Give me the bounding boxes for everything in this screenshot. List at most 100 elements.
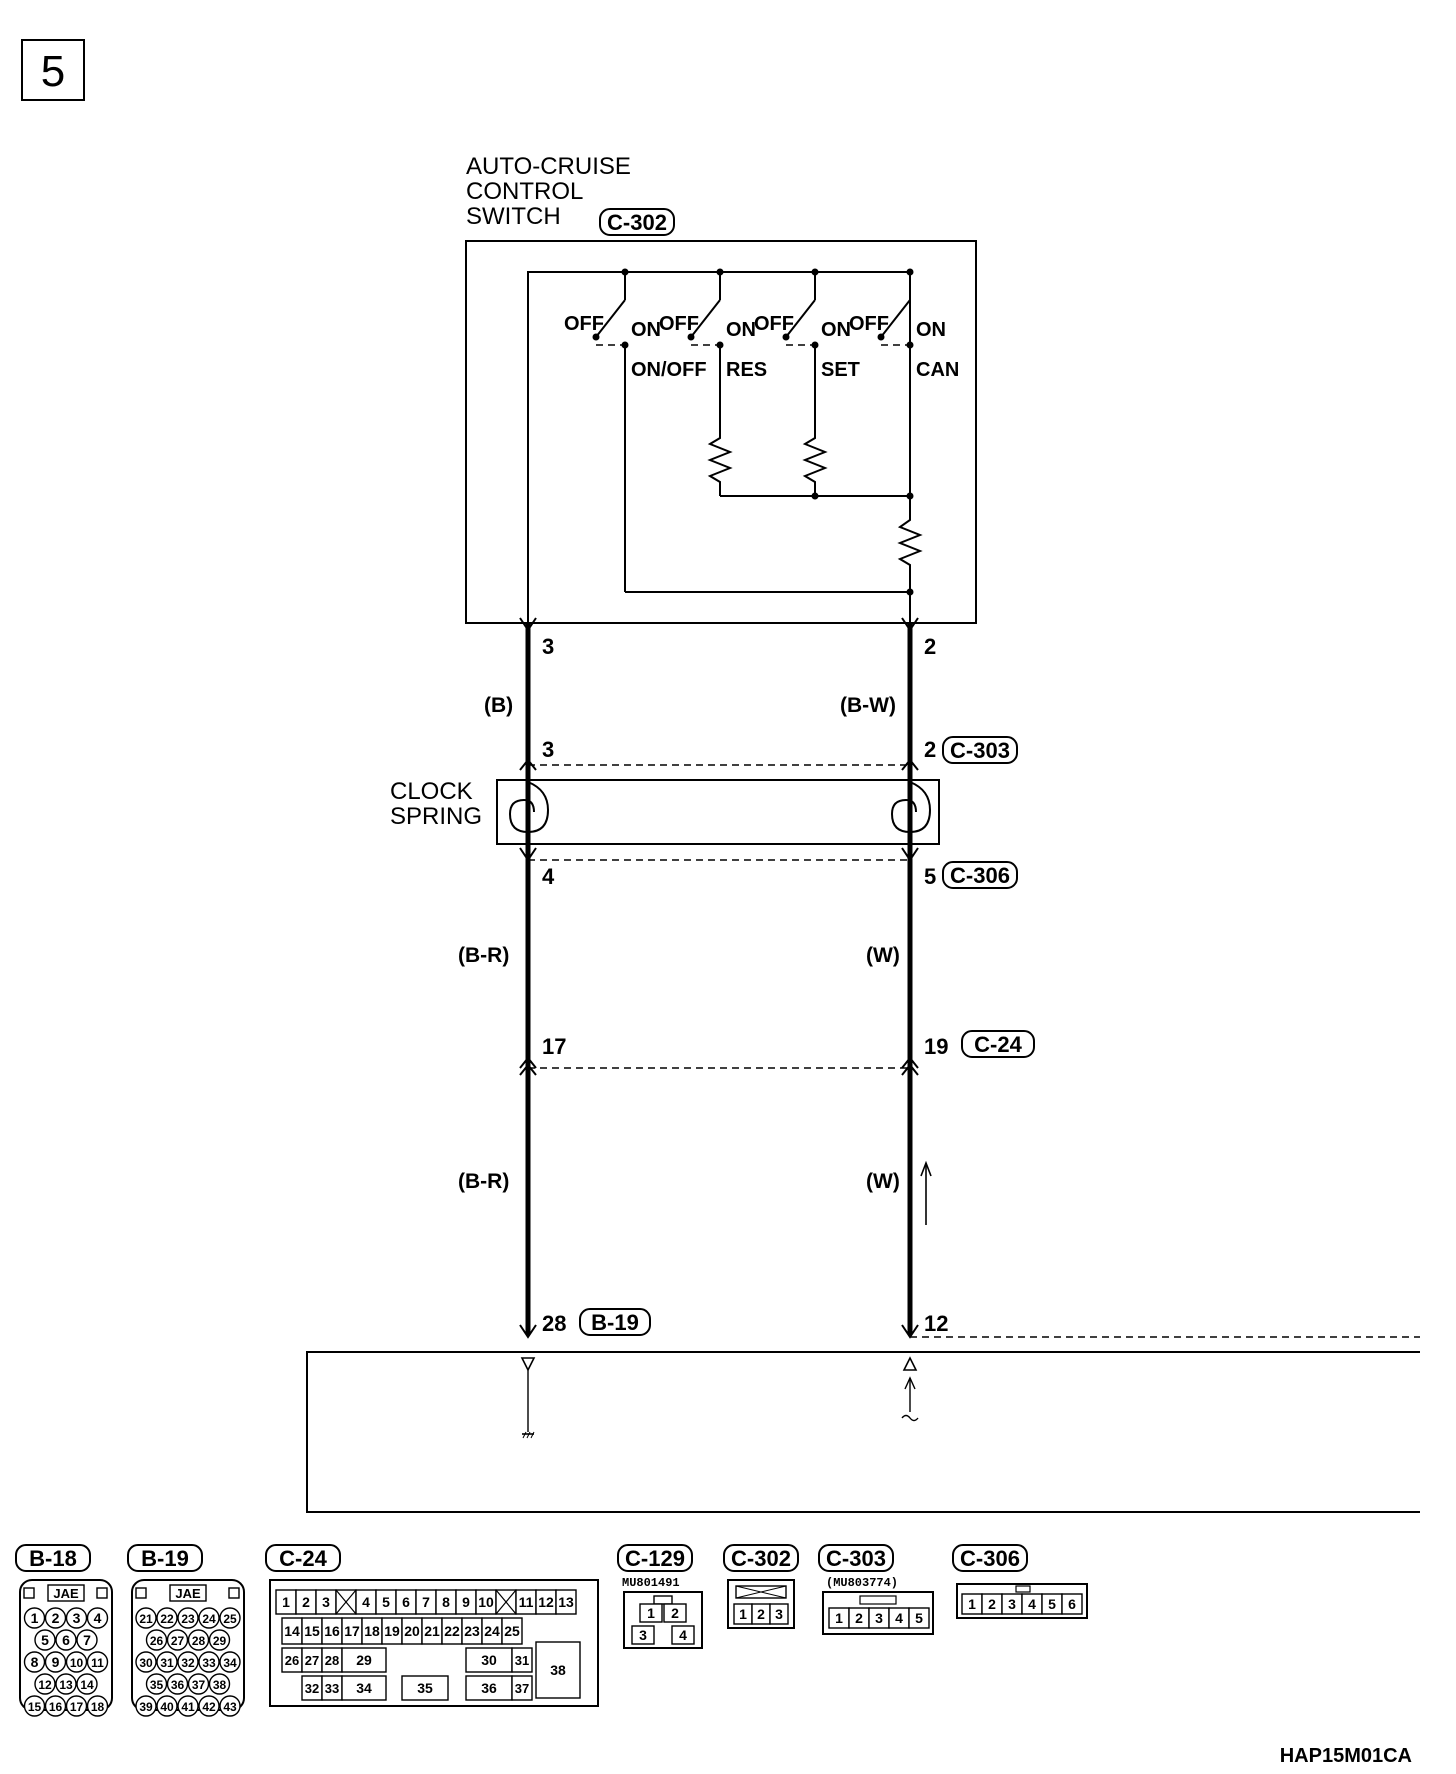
wire-color-right-2: (W) xyxy=(866,944,900,967)
pin-number: 15 xyxy=(304,1623,320,1639)
pin-number: 11 xyxy=(519,1594,534,1610)
pin-number: 18 xyxy=(91,1700,105,1714)
pin-cell xyxy=(177,1607,199,1629)
pin-cell xyxy=(145,1629,168,1651)
connector-view-b19-sub: JAE xyxy=(175,1586,201,1601)
pin-number: 35 xyxy=(417,1680,433,1696)
pin-number: 16 xyxy=(49,1700,63,1714)
switch-body xyxy=(465,240,977,624)
pin-number: 3 xyxy=(775,1606,783,1622)
signal-input-terminal xyxy=(901,1356,919,1422)
switch-2-on-label: ON xyxy=(726,319,756,341)
pin-number: 39 xyxy=(139,1700,153,1714)
switch-title-line-3: SWITCH xyxy=(466,203,561,230)
connector-view-c303-sub: (MU803774) xyxy=(826,1576,898,1590)
pin-number: 27 xyxy=(171,1634,185,1648)
pin-number: 17 xyxy=(70,1700,84,1714)
connector-label-c303: C-303 xyxy=(950,738,1010,763)
pin-number: 5 xyxy=(41,1632,49,1648)
pin-number: 3 xyxy=(875,1610,883,1626)
pin-cell xyxy=(23,1695,46,1717)
pin-cell xyxy=(177,1695,199,1717)
pin-number: 28 xyxy=(325,1653,339,1668)
pin-number: 30 xyxy=(139,1656,153,1670)
resistor-res xyxy=(707,428,733,496)
pin-number: 1 xyxy=(739,1606,747,1622)
pin-number: 4 xyxy=(679,1627,687,1643)
pin-cell xyxy=(23,1607,46,1629)
switch-contact-can: OFF ON CAN xyxy=(849,268,959,381)
switch-3-off-label: OFF xyxy=(754,313,794,335)
switch-3-on-label: ON xyxy=(821,319,851,341)
right-pin-c303: 2 xyxy=(924,737,936,762)
pin-number: 26 xyxy=(285,1653,299,1668)
left-pin-c24: 17 xyxy=(542,1034,566,1059)
connector-label-b19: B-19 xyxy=(591,1310,639,1335)
page-number-box xyxy=(21,39,85,101)
pin-number: 4 xyxy=(94,1610,102,1626)
figure-code: HAP15M01CA xyxy=(1280,1745,1412,1767)
pin-cell xyxy=(535,1641,581,1699)
switch-title-line-2: CONTROL xyxy=(466,178,583,205)
pin-number: 34 xyxy=(356,1680,372,1696)
pin-cell xyxy=(135,1607,157,1629)
pin-number: 5 xyxy=(915,1610,923,1626)
pin-number: 24 xyxy=(202,1612,216,1626)
function-label-on-off: ON/OFF xyxy=(631,359,707,381)
pin-number: 2 xyxy=(988,1596,996,1612)
pin-cell xyxy=(86,1695,109,1717)
pin-number: 36 xyxy=(481,1680,497,1696)
left-pin-b19: 28 xyxy=(542,1311,566,1336)
pin-cell xyxy=(76,1673,98,1695)
left-pin-c306: 4 xyxy=(542,864,555,889)
pin-cell xyxy=(511,1647,533,1673)
pin-cell xyxy=(198,1695,220,1717)
right-pin-ecu: 12 xyxy=(924,1311,948,1336)
pin-number: 13 xyxy=(558,1594,574,1610)
pin-cell xyxy=(198,1651,220,1673)
pin-cell xyxy=(86,1651,109,1673)
clock-spring-coil-right xyxy=(890,781,932,842)
pin-cell xyxy=(44,1607,67,1629)
pin-number: 5 xyxy=(382,1594,390,1610)
pin-cell xyxy=(208,1673,231,1695)
pin-number: 2 xyxy=(855,1610,863,1626)
function-label-can: CAN xyxy=(916,359,959,381)
pin-cell xyxy=(135,1695,157,1717)
pin-number: 1 xyxy=(968,1596,976,1612)
pin-cell xyxy=(166,1629,189,1651)
pin-cell xyxy=(208,1629,231,1651)
wire-color-left-1: (B) xyxy=(484,694,513,717)
resistor-can xyxy=(897,355,923,590)
pin-number: 2 xyxy=(671,1605,679,1621)
pin-number: 33 xyxy=(325,1681,339,1696)
pin-number: 34 xyxy=(223,1656,237,1670)
switch-title-line-1: AUTO-CRUISE xyxy=(466,153,631,180)
pin-number: 25 xyxy=(504,1623,520,1639)
pin-cell xyxy=(663,1603,687,1623)
pin-cell xyxy=(219,1695,241,1717)
switch-1-off-label: OFF xyxy=(564,313,604,335)
wire-color-left-2: (B-R) xyxy=(458,944,509,967)
pin-cell xyxy=(511,1675,533,1701)
pin-number: 38 xyxy=(213,1678,227,1692)
pin-number: 10 xyxy=(70,1656,84,1670)
right-pin-switch: 2 xyxy=(924,634,936,659)
pin-cell xyxy=(145,1673,168,1695)
wire-color-left-3: (B-R) xyxy=(458,1170,509,1193)
pin-number: 4 xyxy=(1028,1596,1036,1612)
pin-cell xyxy=(177,1651,199,1673)
pin-cell xyxy=(156,1651,178,1673)
pin-number: 43 xyxy=(223,1700,237,1714)
pin-number: 6 xyxy=(62,1632,70,1648)
pin-number: 32 xyxy=(181,1656,195,1670)
pin-cell xyxy=(34,1673,56,1695)
pin-number: 40 xyxy=(160,1700,174,1714)
pin-cell xyxy=(198,1607,220,1629)
pin-cell xyxy=(639,1603,663,1623)
pin-number: 36 xyxy=(171,1678,185,1692)
pin-cell xyxy=(76,1629,98,1651)
